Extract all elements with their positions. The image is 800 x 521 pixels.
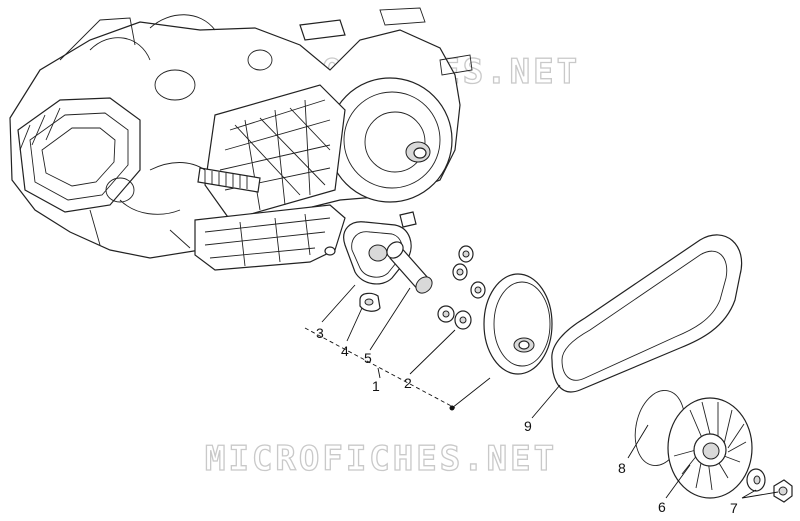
callout-6: 6 — [658, 499, 666, 515]
callout-4: 4 — [341, 343, 349, 359]
watermark-bottom: MICROFICHES.NET — [205, 439, 557, 479]
part-4-slider — [359, 292, 381, 312]
callout-8: 8 — [618, 460, 626, 476]
part-5-bush — [386, 241, 433, 294]
callout-1: 1 — [372, 378, 380, 394]
callout-3: 3 — [316, 325, 324, 341]
callout-2: 2 — [404, 375, 412, 391]
callout-7: 7 — [730, 500, 738, 516]
callout-5: 5 — [364, 350, 372, 366]
part-6-fan-pulley — [667, 397, 753, 499]
part-7-washer-nut — [746, 468, 793, 503]
part-2-rollers — [437, 245, 486, 330]
part-1-variator-pulley — [483, 273, 553, 375]
part-9-drive-belt — [551, 234, 743, 393]
callout-9: 9 — [524, 418, 532, 434]
leader-lines — [304, 284, 779, 499]
engine-assembly — [9, 7, 473, 271]
slider-top — [399, 211, 417, 228]
part-3-ramp-plate — [324, 221, 412, 285]
callout-labels: 3 4 5 1 2 9 8 6 7 — [316, 325, 738, 516]
